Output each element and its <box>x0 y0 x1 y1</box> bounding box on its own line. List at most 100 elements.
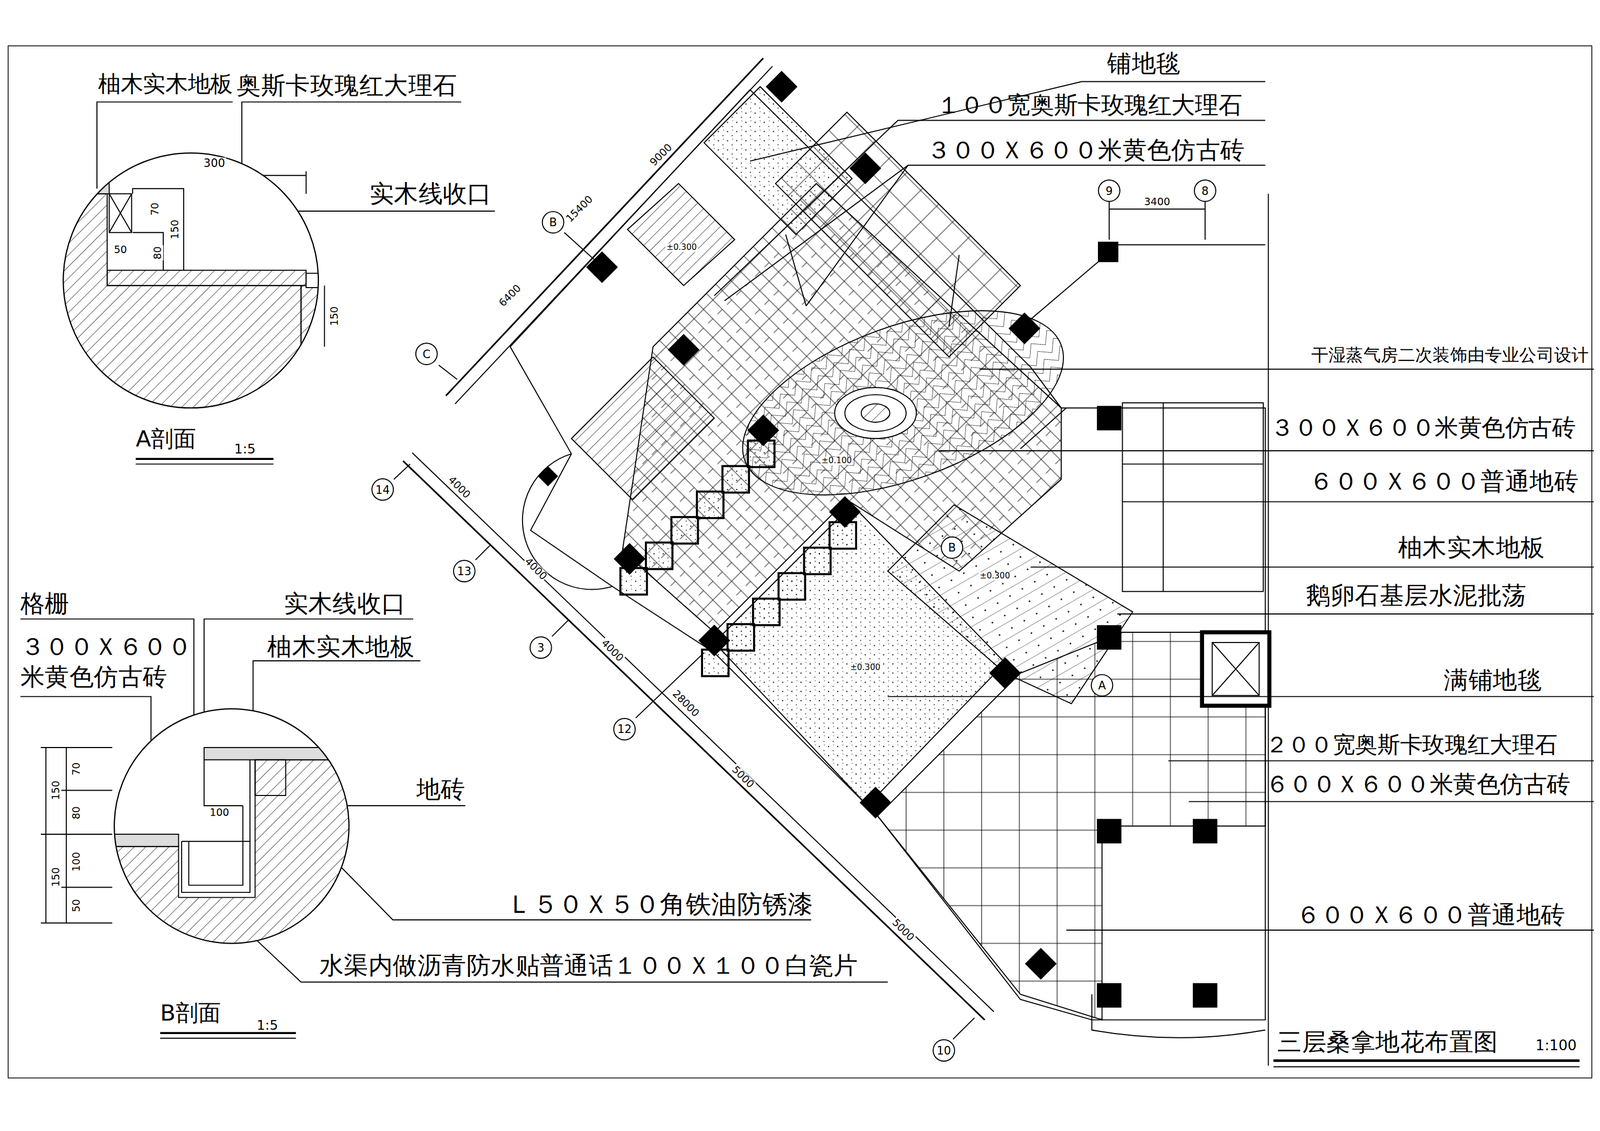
callout-label: 柚木实木地板 <box>1397 535 1546 560</box>
dimension-text: 9000 <box>647 141 675 169</box>
drawing-line <box>301 285 322 429</box>
axis-bubble: 14 <box>371 478 394 502</box>
callout-label: 干湿蒸气房二次装饰由专业公司设计 <box>1311 346 1589 365</box>
dimension-text: 150 <box>170 218 181 241</box>
callout-label: 柚木实木地板 <box>98 73 233 96</box>
callout-label: ３００Ｘ６００米黄色仿古砖 <box>1270 416 1576 441</box>
axis-label: 12 <box>617 724 632 736</box>
drawing-line <box>861 404 890 423</box>
drawing-line <box>181 760 250 893</box>
drawing-line <box>747 440 775 468</box>
axis-label: 9 <box>1105 185 1113 197</box>
drawing-line <box>952 1018 975 1040</box>
drawing-line <box>829 522 857 549</box>
drawing-line <box>859 787 892 819</box>
callout-label: 米黄色仿古砖 <box>20 665 168 690</box>
dimension-text: 70 <box>149 201 160 217</box>
drawing-line <box>1212 642 1259 696</box>
drawing-line <box>804 547 831 575</box>
drawing-line <box>112 704 358 949</box>
drawing-line <box>1273 1059 1580 1063</box>
axis-label: 8 <box>1201 185 1209 197</box>
drawing-line <box>475 545 491 561</box>
section-marker: A <box>1090 674 1114 698</box>
drawing-line <box>668 334 700 366</box>
drawing-line <box>160 1038 296 1040</box>
drawing-line <box>393 464 410 480</box>
drawing-line <box>564 232 597 263</box>
drawing-line <box>323 285 325 347</box>
drawing-line <box>1162 402 1164 592</box>
callout-label: 实木线收口 <box>283 591 407 616</box>
drawing-line <box>61 790 113 792</box>
dimension-text: 4000 <box>598 637 626 665</box>
drawing-line <box>402 461 985 1021</box>
callout-label: 水渠内做沥青防水贴普通话１００Ｘ１００白瓷片 <box>319 954 859 979</box>
drawing-line <box>305 273 322 288</box>
drawing-line <box>698 624 730 657</box>
section-b-circle <box>114 708 350 944</box>
drawing-line <box>132 232 164 271</box>
dimension-text: 150 <box>51 780 62 802</box>
drawing-line <box>56 193 302 429</box>
drawing-line <box>834 387 917 440</box>
drawing-line <box>45 747 47 924</box>
drawing-line <box>805 165 908 306</box>
callout-label: ６００Ｘ６００普通地砖 <box>1296 902 1566 928</box>
dimension-text: 80 <box>152 245 164 261</box>
axis-label: A <box>1097 679 1106 692</box>
callout-label: ６００Ｘ６００普通地砖 <box>1309 469 1579 494</box>
callout-label: ３００Ｘ６００ <box>20 634 192 659</box>
dimension-text: ±0.100 <box>820 456 853 465</box>
drawing-line <box>181 840 250 843</box>
drawing-line <box>1192 819 1217 844</box>
drawing-line <box>40 922 113 924</box>
drawing-line <box>671 517 698 544</box>
dimension-text: 100 <box>208 808 231 819</box>
drawing-line <box>714 120 1266 296</box>
dimension-text: 1:5 <box>255 1018 280 1033</box>
drawing-line <box>765 70 798 103</box>
drawing-line <box>537 466 559 487</box>
drawing-line <box>785 234 806 307</box>
drawing-line <box>722 465 749 493</box>
drawing-line <box>724 165 1266 302</box>
dimension-text: 150 <box>51 866 62 889</box>
drawing-line <box>844 394 907 432</box>
drawing-line <box>438 365 457 380</box>
callout-label: ６００Ｘ６００米黄色仿古砖 <box>1265 773 1571 797</box>
drawing-line <box>455 66 773 405</box>
drawing-line <box>1273 1066 1580 1068</box>
dimension-text: 3400 <box>1143 196 1172 207</box>
drawing-line <box>40 747 113 749</box>
drawing-line <box>204 760 243 806</box>
callout-label: B剖面 <box>160 1002 221 1026</box>
drawing-line <box>112 834 179 847</box>
drawing-line <box>1212 642 1259 696</box>
plan-floor <box>510 86 1270 1067</box>
drawing-line <box>1168 760 1595 762</box>
drawing-line <box>510 89 1266 1021</box>
drawing-line <box>135 457 274 461</box>
dimension-text: 50 <box>71 898 82 914</box>
drawing-line <box>56 183 109 194</box>
drawing-line <box>446 58 764 396</box>
axis-bubble: C <box>415 342 438 366</box>
drawing-line <box>188 805 243 886</box>
drawing-line <box>1066 929 1594 931</box>
drawing-line <box>887 696 1595 698</box>
drawing-line <box>135 463 274 465</box>
drawing-line <box>938 450 1595 452</box>
drawing-line <box>1267 193 1269 1067</box>
axis-bubble: 9 <box>1097 179 1121 203</box>
drawing-line <box>522 454 613 590</box>
dimension-text: ±0.300 <box>665 244 698 253</box>
drawing-line <box>1109 208 1206 210</box>
drawing-line <box>255 760 287 796</box>
drawing-line <box>1212 642 1259 696</box>
axis-bubble: 13 <box>453 560 476 583</box>
callout-label: 实木线收口 <box>369 181 492 206</box>
callout-label: Ｌ５０Ｘ５０角铁油防锈漆 <box>506 891 813 917</box>
dimension-text: 1:100 <box>1534 1038 1578 1054</box>
